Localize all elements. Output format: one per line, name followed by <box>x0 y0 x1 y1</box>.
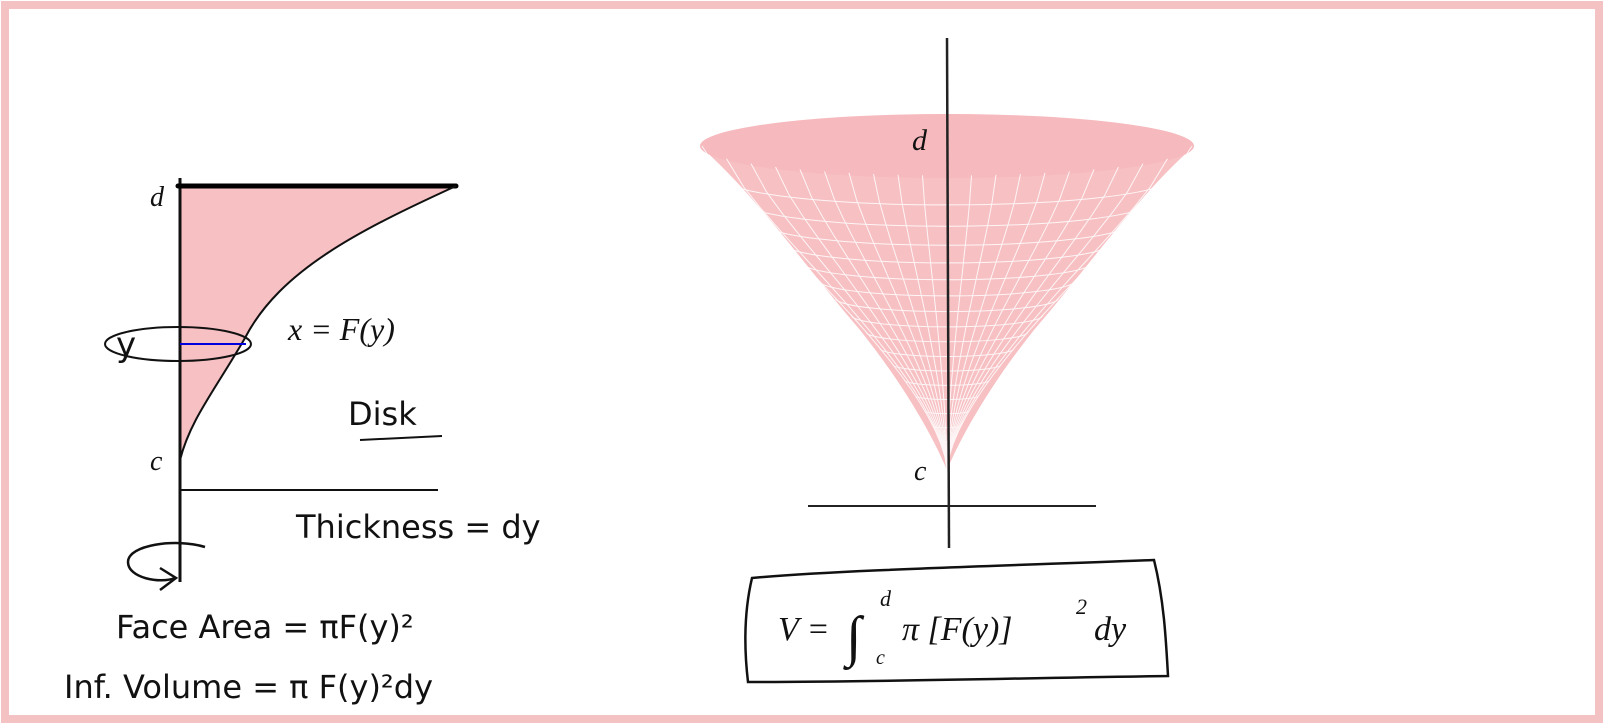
thickness-note: Thickness = dy <box>295 508 541 546</box>
formula-lower-limit: c <box>876 647 885 669</box>
label-c-right: c <box>914 456 927 487</box>
axis-of-rotation <box>945 37 951 549</box>
mesh-meridian <box>873 173 948 471</box>
mesh-meridian <box>946 174 997 471</box>
rotation-arrowhead-icon <box>159 566 179 591</box>
right-diagram: d c V = ∫ d c π [F(y)] 2 dy <box>700 37 1194 684</box>
mesh-meridian <box>946 158 1168 471</box>
label-y-handwritten: y <box>116 325 136 365</box>
curve-label: x = F(y) <box>287 311 395 347</box>
mesh-meridian <box>946 169 1095 471</box>
formula-differential: dy <box>1094 611 1127 648</box>
formula-upper-limit: d <box>880 586 892 611</box>
face-area-note: Face Area = πF(y)² <box>116 608 414 646</box>
inf-volume-note: Inf. Volume = π F(y)²dy <box>64 668 433 706</box>
formula-box <box>744 558 1170 684</box>
mesh-meridian <box>750 163 948 471</box>
left-diagram: d c y x = F(y) Disk Thickness = dy Face … <box>64 178 541 706</box>
mesh-meridian <box>824 171 948 471</box>
shaded-region <box>180 186 456 460</box>
mesh-meridian <box>946 166 1119 471</box>
surface-mesh <box>701 145 1193 471</box>
mesh-meridian <box>946 171 1070 471</box>
label-d-left: d <box>150 182 165 213</box>
mesh-meridian <box>726 158 948 471</box>
label-d-right: d <box>912 124 928 157</box>
label-c-left: c <box>150 446 163 477</box>
formula-exponent: 2 <box>1076 594 1087 619</box>
rotation-arrow-icon <box>126 541 206 582</box>
disk-underline <box>359 435 443 441</box>
formula-integrand: π [F(y)] <box>902 611 1013 648</box>
disk-ellipse <box>104 326 252 362</box>
method-label-disk: Disk <box>348 395 417 433</box>
formula-integral-sign: ∫ <box>843 606 865 671</box>
mesh-meridian <box>799 169 948 471</box>
mesh-meridian <box>848 172 948 471</box>
curve-x-equals-f-of-y <box>179 185 457 461</box>
mesh-meridian <box>946 163 1144 471</box>
mesh-meridian <box>775 166 948 471</box>
mesh-meridian <box>946 173 1021 471</box>
mesh-meridian <box>946 172 1046 471</box>
mesh-meridian <box>701 145 948 471</box>
mesh-meridian <box>946 145 1193 471</box>
mesh-meridian <box>897 174 948 471</box>
mesh-meridian <box>922 175 948 471</box>
formula-lhs: V = <box>778 611 830 648</box>
